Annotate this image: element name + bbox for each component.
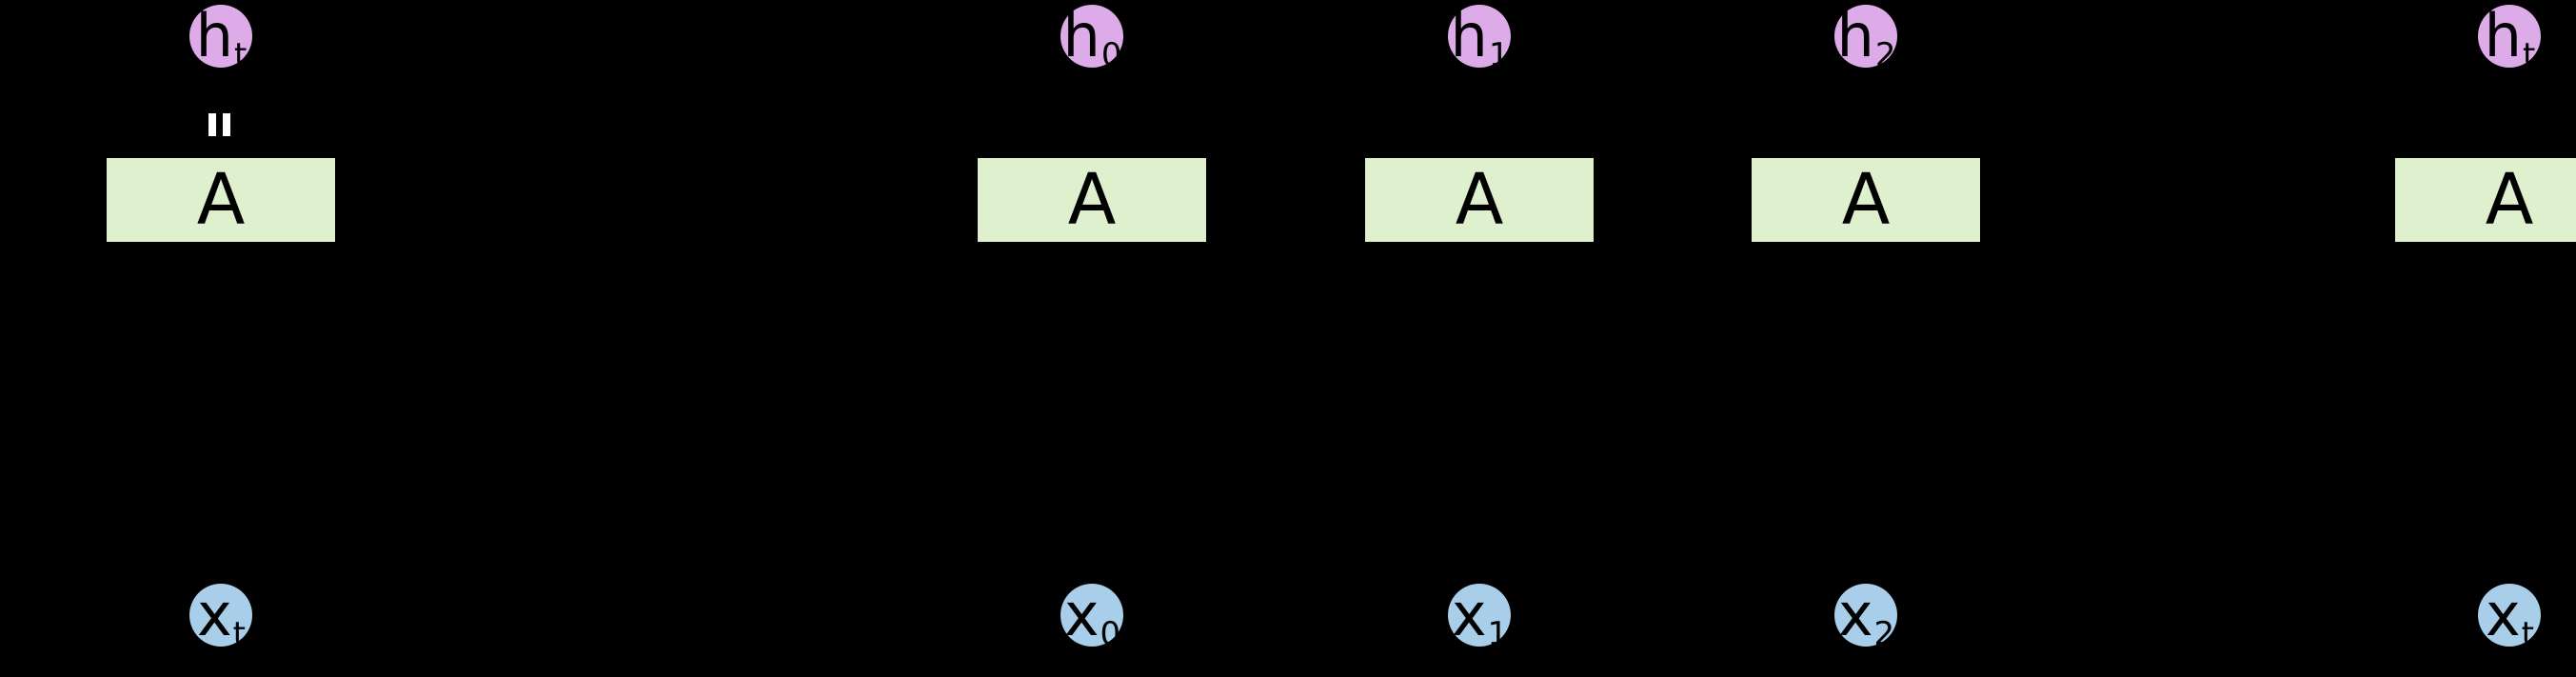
hidden-state-label-ht-unrolled: ht [2484, 1, 2536, 74]
input-node-x1[interactable]: x1 [1448, 580, 1511, 653]
input-node-x2[interactable]: x2 [1834, 580, 1897, 653]
rnn-cell-label-folded: A [196, 159, 246, 241]
input-node-xt-folded[interactable]: xt [189, 580, 252, 653]
input-label-xt-folded: xt [196, 580, 247, 653]
input-label-x1: x1 [1451, 580, 1509, 653]
connector-step2-to-stepT [1980, 198, 2142, 202]
hidden-state-label-h1: h1 [1450, 1, 1510, 74]
rnn-cell-box-step0[interactable]: A [978, 158, 1206, 242]
hidden-state-label-ht-folded: ht [195, 1, 248, 74]
equals-sign [208, 113, 230, 136]
connector-step0-cell-to-hidden [1090, 69, 1094, 158]
connector-stepT-input-to-cell [2507, 244, 2511, 583]
rnn-cell-label-step1: A [1455, 159, 1504, 241]
hidden-state-label-h2: h2 [1836, 1, 1896, 74]
connector-stepT-cell-to-hidden [2507, 69, 2511, 158]
input-label-x2: x2 [1837, 580, 1895, 653]
connector-step1-input-to-cell [1477, 244, 1481, 583]
input-node-x0[interactable]: x0 [1060, 580, 1123, 653]
connector-step2-input-to-cell [1864, 244, 1868, 583]
connector-folded-self-loop [335, 187, 337, 213]
connector-folded-cell-to-hidden [219, 69, 223, 158]
connector-step0-to-step1 [1206, 198, 1296, 202]
connector-step0-input-to-cell [1090, 244, 1094, 583]
connector-step1-to-step2 [1594, 198, 1683, 202]
input-label-xt-unrolled: xt [2485, 580, 2535, 653]
hidden-state-label-h0: h0 [1062, 1, 1122, 74]
rnn-cell-box-folded[interactable]: A [107, 158, 335, 242]
rnn-cell-box-step1[interactable]: A [1365, 158, 1594, 242]
hidden-state-node-h1[interactable]: h1 [1448, 1, 1511, 74]
rnn-cell-label-step2: A [1841, 159, 1891, 241]
hidden-state-node-ht-unrolled[interactable]: ht [2478, 1, 2541, 74]
hidden-state-node-h0[interactable]: h0 [1060, 1, 1123, 74]
input-node-xt-unrolled[interactable]: xt [2478, 580, 2541, 653]
rnn-cell-box-stepT[interactable]: A [2395, 158, 2576, 242]
hidden-state-node-h2[interactable]: h2 [1834, 1, 1897, 74]
connector-folded-input-to-cell [219, 244, 223, 583]
input-label-x0: x0 [1063, 580, 1121, 653]
connector-step2-cell-to-hidden [1864, 69, 1868, 158]
rnn-cell-label-step0: A [1067, 159, 1117, 241]
hidden-state-node-ht-folded[interactable]: ht [189, 1, 252, 74]
connector-step1-cell-to-hidden [1477, 69, 1481, 158]
rnn-cell-label-stepT: A [2485, 159, 2534, 241]
equals-bar-right [223, 113, 230, 136]
rnn-cell-box-step2[interactable]: A [1752, 158, 1980, 242]
equals-bar-left [208, 113, 216, 136]
